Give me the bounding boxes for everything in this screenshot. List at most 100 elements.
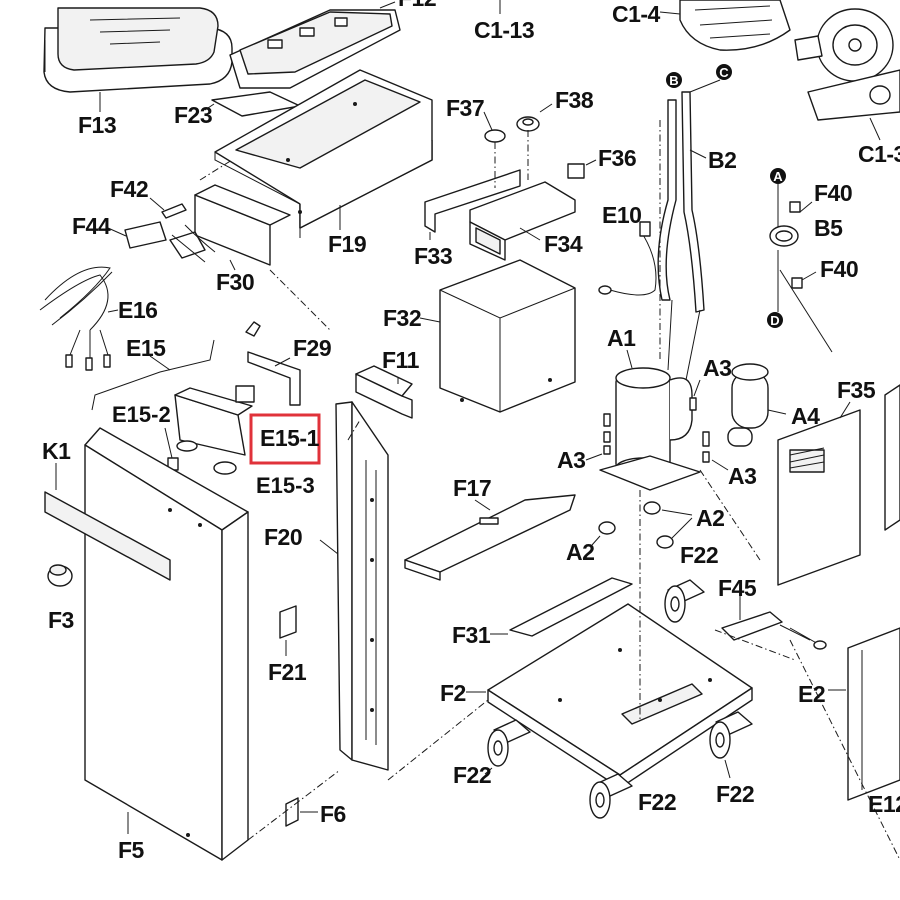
- label-f20: F20: [264, 524, 302, 550]
- part-f19-cover: [214, 69, 433, 238]
- part-f22-caster-4: [709, 711, 753, 779]
- label-f37: F37: [446, 95, 484, 121]
- label-f22-left: F22: [453, 762, 491, 788]
- label-f29: F29: [293, 335, 331, 361]
- part-f22-caster-1: [664, 579, 705, 623]
- label-k1: K1: [42, 438, 71, 464]
- part-f22-caster-2: [484, 719, 531, 775]
- label-f35: F35: [837, 377, 876, 403]
- label-f32: F32: [383, 305, 421, 331]
- part-f35-side-panel: [777, 401, 861, 586]
- part-f20-column: [319, 401, 389, 771]
- part-f33-bracket: [424, 169, 521, 240]
- part-a1-compressor: [599, 349, 701, 491]
- part-c1-4-fan: [659, 0, 900, 141]
- label-f40-a: F40: [814, 180, 852, 206]
- label-f22-top: F22: [680, 542, 718, 568]
- part-f36-clip: [567, 159, 597, 179]
- part-k1-label-strip: [44, 463, 171, 581]
- part-e15-group: [91, 339, 215, 411]
- part-f17-tray: [404, 494, 576, 581]
- part-f6-clip: [285, 797, 318, 827]
- part-f34-box: [469, 181, 576, 261]
- label-f2: F2: [440, 680, 466, 706]
- part-f21-clip: [279, 605, 297, 656]
- label-f5: F5: [118, 837, 145, 863]
- label-a2-right: A2: [696, 505, 724, 531]
- part-f29-plate: [245, 321, 301, 406]
- label-c1-4: C1-4: [612, 1, 661, 27]
- label-f22-bottom: F22: [638, 789, 676, 815]
- label-e16: E16: [118, 297, 157, 323]
- part-f3-knob: [47, 564, 73, 587]
- label-f19: F19: [328, 231, 366, 257]
- label-f13: F13: [78, 112, 116, 138]
- part-e10-sensor: [598, 221, 657, 296]
- part-f22-caster-3: [589, 773, 633, 819]
- part-a2-mounts: [591, 501, 693, 549]
- label-f6: F6: [320, 801, 346, 827]
- marker-a-mid: A: [773, 169, 783, 184]
- part-f38-grommet: [516, 103, 553, 180]
- part-a3-fasteners: [585, 379, 729, 471]
- label-a3-right: A3: [728, 463, 756, 489]
- label-f36: F36: [598, 145, 636, 171]
- label-e12: E12: [868, 791, 900, 817]
- label-f11: F11: [382, 347, 420, 373]
- label-f33: F33: [414, 243, 452, 269]
- label-e15: E15: [126, 335, 166, 361]
- label-f30: F30: [216, 269, 254, 295]
- label-f12: F12: [398, 0, 436, 11]
- label-f40-b: F40: [820, 256, 858, 282]
- part-b5-sensor: A D: [767, 168, 833, 353]
- part-f32-cover: [419, 259, 576, 413]
- marker-b-top: B: [669, 73, 678, 88]
- part-a4-accumulator: [727, 363, 787, 447]
- label-f21: F21: [268, 659, 307, 685]
- part-f44-board: [107, 221, 216, 263]
- guide-lines: [247, 120, 761, 841]
- label-e10: E10: [602, 202, 641, 228]
- label-e15-2: E15-2: [112, 402, 171, 427]
- part-right-edge-panel: [884, 384, 900, 531]
- label-f3: F3: [48, 607, 74, 633]
- label-f23: F23: [174, 102, 212, 128]
- label-e15-1[interactable]: E15-1: [260, 425, 320, 451]
- part-f45-bracket: [721, 596, 827, 650]
- part-b2-tubes: B C: [657, 64, 732, 381]
- part-f12-tray: [229, 1, 401, 89]
- label-a3-left: A3: [557, 447, 585, 473]
- part-f42-sensor: [149, 197, 187, 219]
- label-a2-left: A2: [566, 539, 594, 565]
- part-f5-front-panel: [84, 427, 249, 861]
- marker-c-top: C: [719, 65, 729, 80]
- label-b2: B2: [708, 147, 736, 173]
- part-e16-harness: [39, 266, 119, 371]
- part-f30-bracket: [194, 159, 291, 271]
- label-f22-right: F22: [716, 781, 754, 807]
- part-f11-bracket: [355, 365, 413, 419]
- label-b5: B5: [814, 215, 843, 241]
- marker-d-mid: D: [770, 313, 779, 328]
- part-e2-board: [828, 627, 900, 801]
- label-f42: F42: [110, 176, 148, 202]
- label-f31: F31: [452, 622, 491, 648]
- label-a4: A4: [791, 403, 820, 429]
- part-f2-base: [466, 603, 753, 789]
- label-f44: F44: [72, 213, 111, 239]
- part-f13-lid: [43, 7, 233, 112]
- label-a3-top: A3: [703, 355, 731, 381]
- label-c1-3: C1-3: [858, 141, 900, 167]
- label-f17: F17: [453, 475, 491, 501]
- label-c1-13: C1-13: [474, 17, 534, 43]
- label-a1: A1: [607, 325, 636, 351]
- label-f38: F38: [555, 87, 594, 113]
- label-e15-3: E15-3: [256, 473, 315, 498]
- guide-lines-right: [714, 629, 900, 861]
- part-f37-grommet: [483, 111, 506, 188]
- label-e2: E2: [798, 681, 825, 707]
- highlight-e15-1[interactable]: [249, 413, 321, 465]
- label-f34: F34: [544, 231, 583, 257]
- label-f45: F45: [718, 575, 757, 601]
